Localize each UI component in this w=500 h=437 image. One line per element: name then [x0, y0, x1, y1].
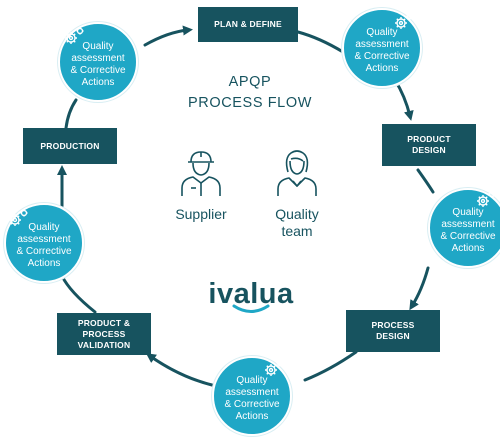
- title-line-1: APQP: [228, 74, 272, 90]
- ivalua-logo: ivalua: [199, 278, 303, 310]
- arrow-plan-to-quality: [296, 30, 345, 54]
- quality-circle-text: Quality assessment & Corrective Actions: [224, 375, 279, 423]
- quality-line-1: Quality: [28, 222, 60, 233]
- quality-line-3: & Corrective: [16, 246, 72, 257]
- gear-icon: [477, 190, 496, 207]
- arrow-product-design-to-quality: [416, 168, 435, 194]
- quality-line-4: Actions: [235, 411, 269, 422]
- stage-process-design-line-2: DESIGN: [376, 331, 410, 341]
- quality-line-3: & Corrective: [440, 231, 496, 242]
- quality-line-2: assessment: [355, 39, 409, 50]
- stage-product-design-line-2: DESIGN: [412, 145, 446, 155]
- ivalua-logo-text: ivalua: [208, 278, 294, 310]
- gear-icon: [9, 209, 28, 226]
- quality-team-line-2: team: [281, 223, 313, 239]
- arrow-quality-to-validation: [145, 353, 214, 387]
- arrow-quality-to-process-design: [409, 266, 430, 311]
- title-line-2: PROCESS FLOW: [187, 95, 313, 111]
- quality-line-3: & Corrective: [70, 65, 126, 76]
- quality-team-line-1: Quality: [275, 206, 319, 222]
- stage-validation-line-1: PRODUCT &: [77, 317, 131, 328]
- supplier-label-text: Supplier: [175, 206, 227, 222]
- quality-line-1: Quality: [82, 41, 114, 52]
- quality-circle-3: Quality assessment & Corrective Actions: [212, 356, 292, 436]
- quality-line-4: Actions: [27, 258, 61, 269]
- quality-line-4: Actions: [365, 63, 399, 74]
- worker-hardhat-icon: [181, 151, 221, 196]
- quality-team-label: Quality team: [262, 206, 332, 240]
- arrow-quality-to-product-design: [393, 78, 414, 121]
- stage-product-design: PRODUCT DESIGN: [382, 124, 476, 166]
- quality-circle-5: Quality assessment & Corrective Actions: [58, 22, 138, 102]
- quality-line-2: assessment: [17, 234, 71, 245]
- arrow-production-to-quality: [64, 98, 78, 130]
- quality-circle-text: Quality assessment & Corrective Actions: [70, 41, 125, 89]
- quality-circle-text: Quality assessment & Corrective Actions: [354, 27, 409, 75]
- quality-line-3: & Corrective: [224, 399, 280, 410]
- diagram-title: APQP PROCESS FLOW: [175, 72, 325, 114]
- quality-line-4: Actions: [451, 243, 485, 254]
- quality-circle-1: Quality assessment & Corrective Actions: [342, 8, 422, 88]
- arrow-validation-to-quality: [60, 274, 97, 314]
- quality-line-1: Quality: [452, 207, 484, 218]
- gear-icon: [65, 27, 84, 44]
- quality-line-2: assessment: [225, 387, 279, 398]
- supplier-label: Supplier: [166, 206, 236, 223]
- stage-validation-line-3: VALIDATION: [77, 339, 131, 350]
- quality-circle-text: Quality assessment & Corrective Actions: [16, 222, 71, 270]
- stage-production: PRODUCTION: [23, 128, 117, 164]
- gear-icon: [265, 359, 284, 376]
- stage-product-design-line-1: PRODUCT: [407, 134, 451, 144]
- stage-process-design: PROCESS DESIGN: [346, 310, 440, 352]
- quality-line-4: Actions: [81, 77, 115, 88]
- stage-process-design-line-1: PROCESS: [371, 320, 415, 330]
- gear-icon: [395, 12, 414, 29]
- quality-line-2: assessment: [441, 219, 495, 230]
- quality-line-1: Quality: [236, 375, 268, 386]
- quality-line-3: & Corrective: [354, 51, 410, 62]
- stage-production-label: PRODUCTION: [40, 140, 100, 151]
- quality-circle-text: Quality assessment & Corrective Actions: [440, 207, 495, 255]
- stage-validation-line-2: PROCESS: [82, 328, 126, 339]
- stage-plan-define: PLAN & DEFINE: [198, 7, 298, 42]
- stage-product-process-validation: PRODUCT & PROCESS VALIDATION: [57, 313, 151, 355]
- arrow-process-design-to-quality: [303, 350, 358, 382]
- stage-plan-define-label: PLAN & DEFINE: [214, 19, 282, 29]
- quality-line-2: assessment: [71, 53, 125, 64]
- logo-smile-mark: [232, 304, 270, 313]
- woman-icon: [277, 150, 317, 196]
- quality-line-1: Quality: [366, 27, 398, 38]
- arrow-quality-to-plan: [143, 25, 193, 47]
